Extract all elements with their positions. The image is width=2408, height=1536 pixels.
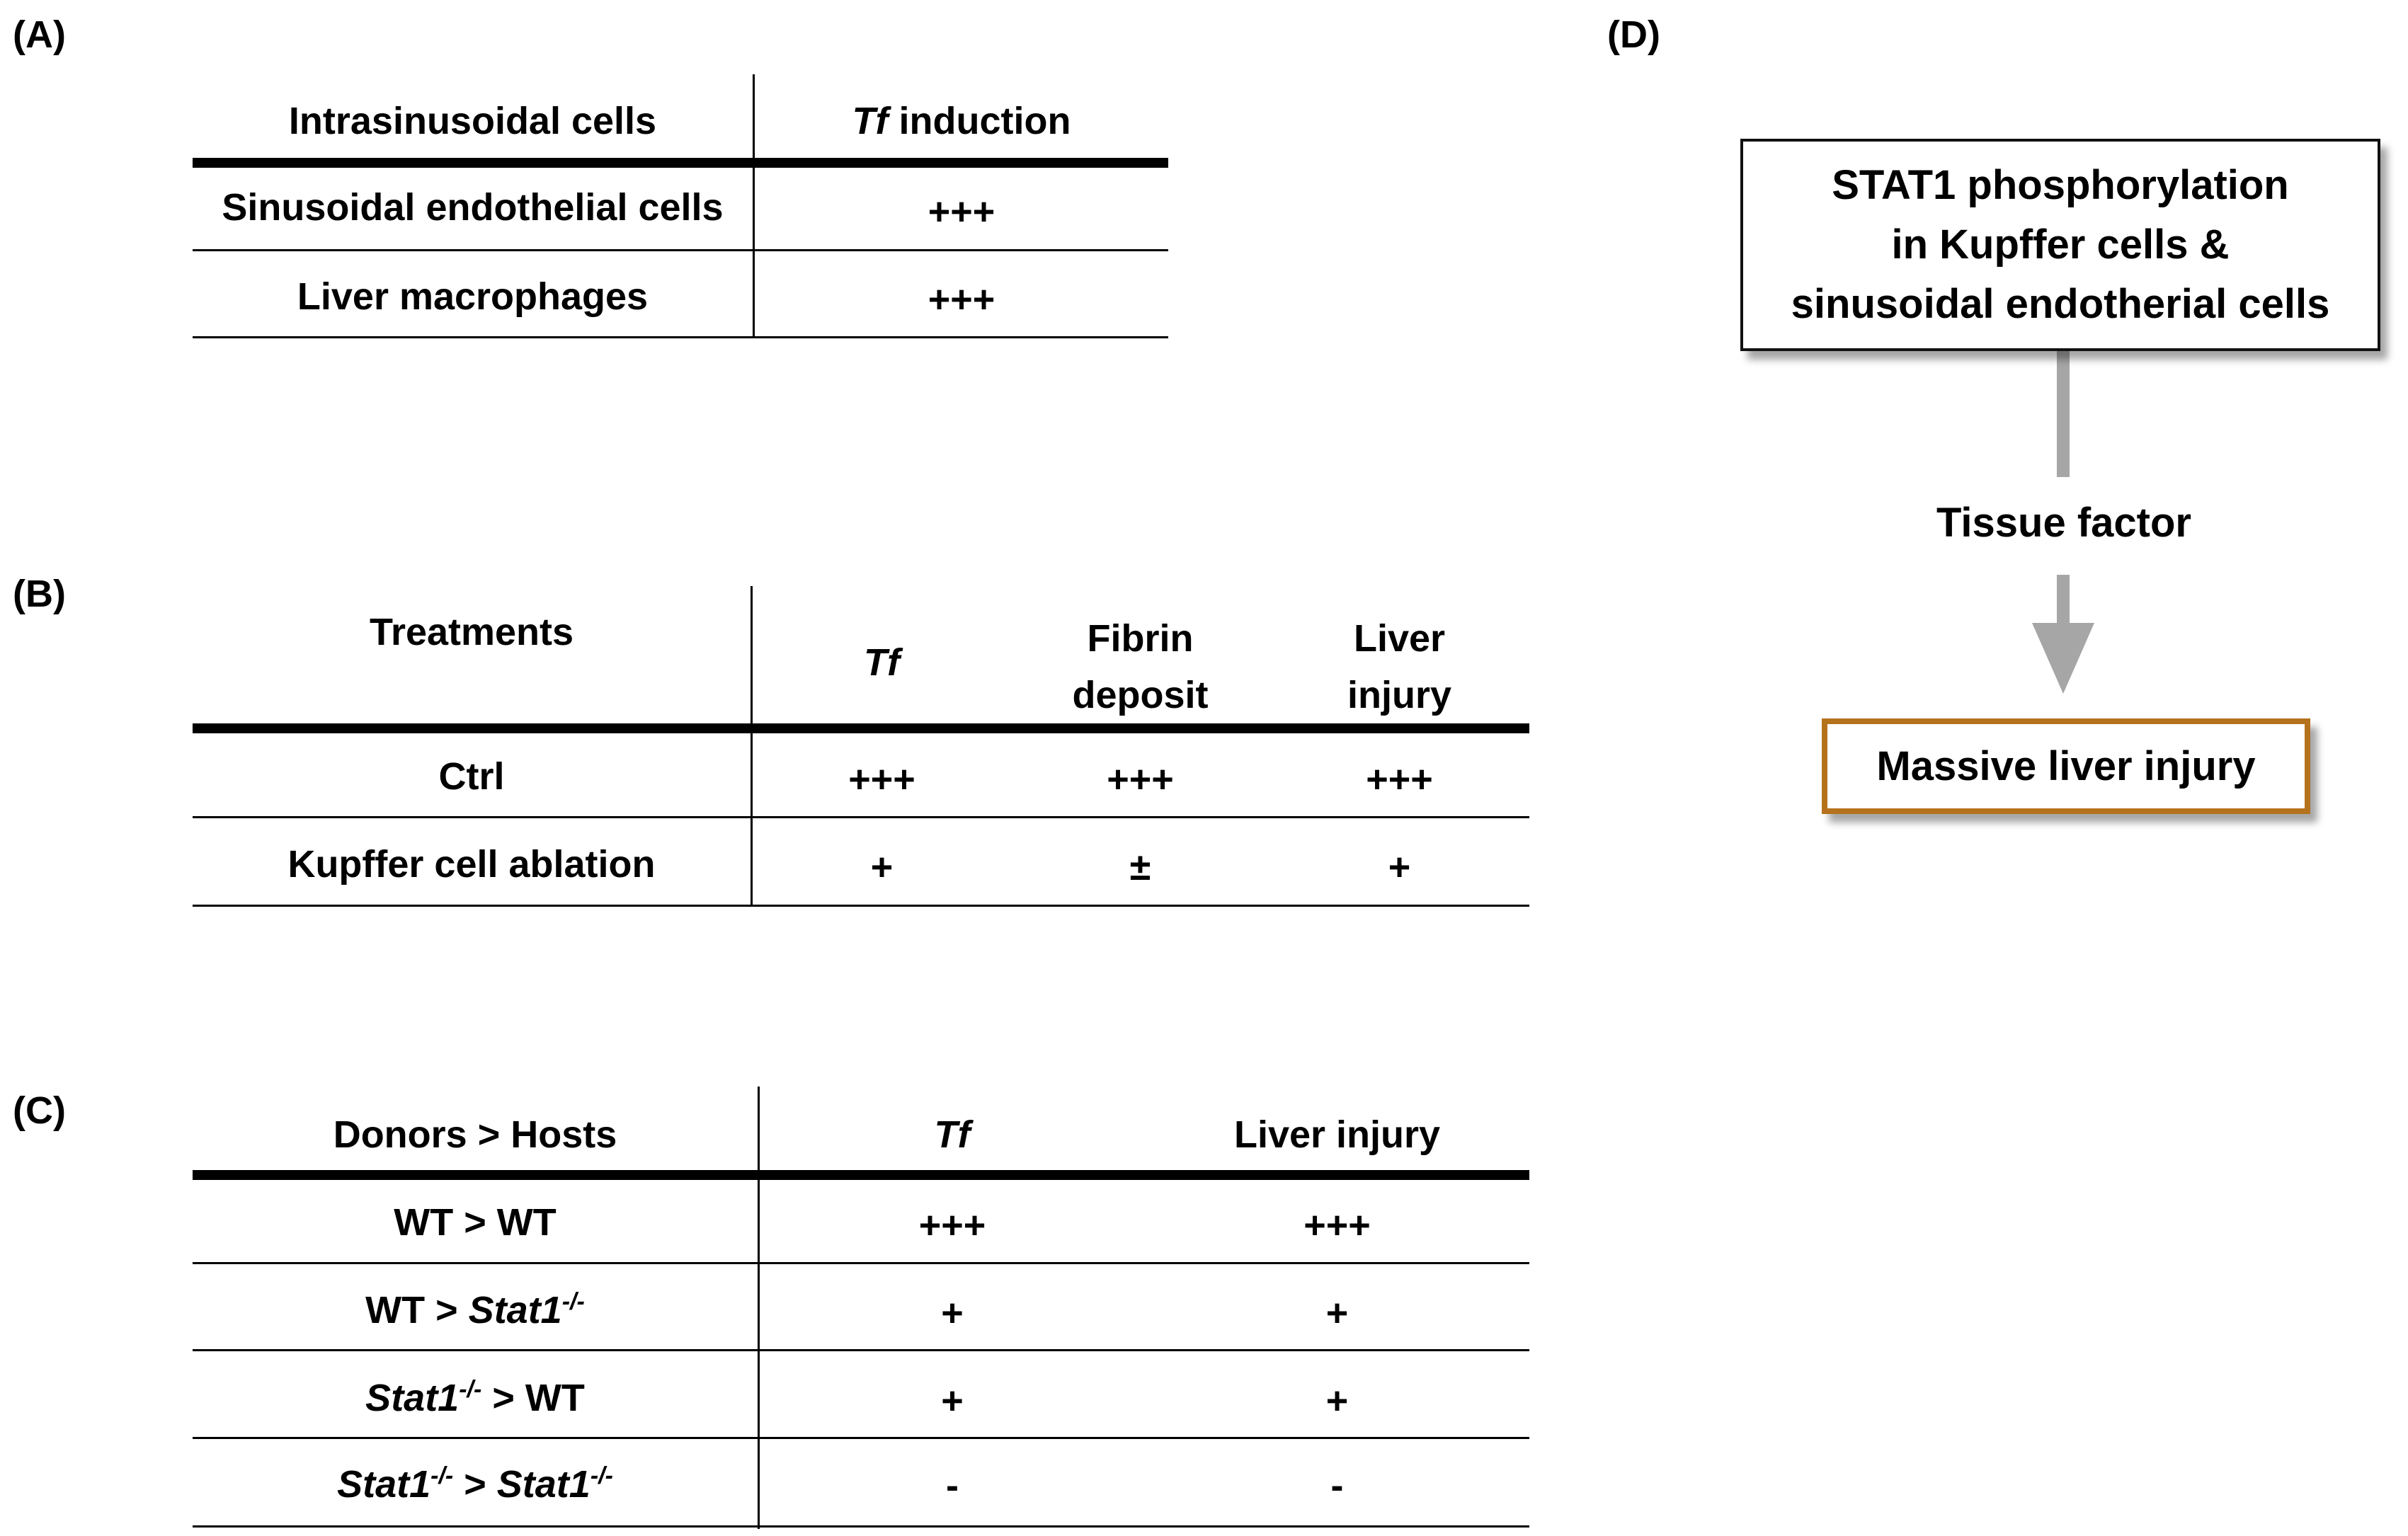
table-a-header-cells: Intrasinusoidal cells <box>288 100 657 142</box>
panel-label-c: (C) <box>13 1089 66 1132</box>
table-c-row-genotype: WT > WT <box>394 1201 557 1244</box>
panel-label-d: (D) <box>1607 13 1660 56</box>
arrow-shaft-top <box>2057 351 2070 477</box>
table-a-row-cell-type: Sinusoidal endothelial cells <box>222 186 724 229</box>
table-c-row-genotype: Stat1-/- > WT <box>365 1376 585 1419</box>
table-b-row-value: +++ <box>1366 758 1433 801</box>
table-b-row-value: + <box>1388 846 1411 888</box>
table-c-row-tf: + <box>941 1292 964 1334</box>
table-b-row-treatment: Kupffer cell ablation <box>287 843 656 886</box>
table-c-row-injury: - <box>1330 1465 1344 1507</box>
induction-label: induction <box>888 100 1071 142</box>
tf-gene-label: Tf <box>852 100 889 142</box>
table-b-row-value: + <box>870 846 894 888</box>
table-c-row-injury: + <box>1325 1380 1349 1422</box>
table-b-row-value: ± <box>1129 846 1151 888</box>
table-c-row-tf: - <box>946 1465 959 1507</box>
table-c-row-tf: + <box>941 1380 964 1422</box>
table-a-header-tf-induction: Tf induction <box>755 99 1168 143</box>
stat1-phosphorylation-box: STAT1 phosphorylation in Kupffer cells &… <box>1740 139 2380 351</box>
table-b-header-tf: Tf <box>864 641 900 684</box>
massive-liver-injury-box: Massive liver injury <box>1822 718 2310 814</box>
table-a-row-value: +++ <box>928 278 995 321</box>
table-a-row-cell-type: Liver macrophages <box>297 275 649 318</box>
tissue-factor-label: Tissue factor <box>1936 500 2191 546</box>
table-b-row-treatment: Ctrl <box>438 755 505 798</box>
table-c-row-injury: +++ <box>1303 1204 1371 1246</box>
panel-label-b: (B) <box>13 573 66 615</box>
table-c-row-tf: +++ <box>918 1204 986 1246</box>
panel-label-a: (A) <box>13 13 66 56</box>
table-c-row-genotype: Stat1-/- > Stat1-/- <box>337 1462 613 1506</box>
arrow-shaft-bottom <box>2057 575 2070 638</box>
table-c-row-genotype: WT > Stat1-/- <box>365 1288 585 1331</box>
table-b-header-liver-injury: Liver injury <box>1347 617 1452 716</box>
table-b-row-value: +++ <box>1107 758 1174 801</box>
table-c-header-donors-hosts: Donors > Hosts <box>333 1113 617 1156</box>
arrow-head-down <box>2032 623 2094 694</box>
table-c-header-liver-injury: Liver injury <box>1233 1113 1441 1156</box>
table-a-row-value: +++ <box>928 190 995 233</box>
table-c-row-injury: + <box>1325 1292 1349 1334</box>
table-b-header-treatments: Treatments <box>369 611 574 653</box>
table-c-header-tf: Tf <box>934 1113 971 1156</box>
table-b-row-value: +++ <box>848 758 915 801</box>
table-b-header-fibrin: Fibrin deposit <box>1072 617 1209 716</box>
